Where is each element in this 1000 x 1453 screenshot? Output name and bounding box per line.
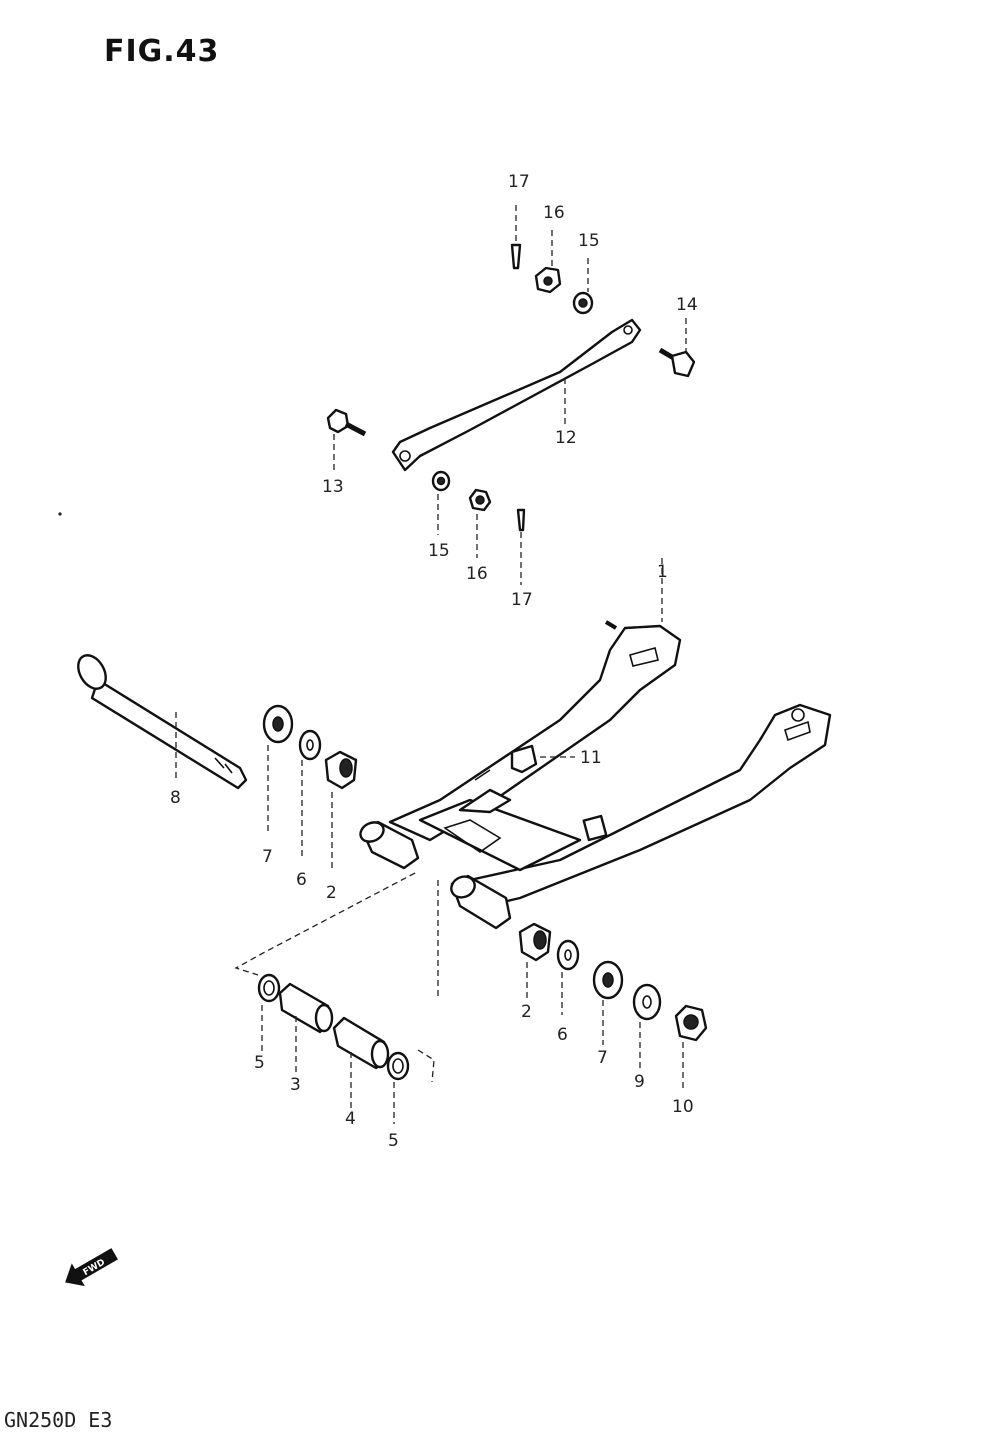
model-code: GN250D E3 (4, 1408, 113, 1432)
label-17-upper: 17 (508, 172, 530, 192)
stray-dot (58, 512, 62, 516)
label-15-lower: 15 (428, 541, 450, 561)
washer-6-right (556, 939, 580, 1015)
label-7-left: 7 (262, 847, 273, 867)
bolt-13 (326, 408, 367, 470)
washer-6-left (298, 729, 322, 860)
bushing-right (518, 922, 552, 1000)
label-14: 14 (676, 295, 698, 315)
bump-stop (510, 744, 575, 774)
label-6-right: 6 (557, 1025, 568, 1045)
swingarm (359, 558, 832, 930)
label-13: 13 (322, 477, 344, 497)
bushing-left (324, 750, 358, 870)
label-9: 9 (634, 1072, 645, 1092)
label-16-upper: 16 (543, 203, 565, 223)
cotter-pin-lower (516, 508, 526, 585)
label-10: 10 (672, 1097, 694, 1117)
fwd-arrow-icon: FWD (65, 1248, 118, 1287)
washer-9 (632, 983, 662, 1068)
label-5-right: 5 (388, 1131, 399, 1151)
label-2-left: 2 (326, 883, 337, 903)
spacer-4 (332, 1016, 390, 1108)
cotter-pin-upper (510, 205, 522, 270)
label-2-right: 2 (521, 1002, 532, 1022)
label-1: 1 (657, 562, 668, 582)
bolt-14 (658, 318, 696, 378)
figure-title: FIG.43 (104, 34, 220, 69)
bearing-guides (234, 872, 439, 1083)
label-6-left: 6 (296, 870, 307, 890)
label-17-lower: 17 (511, 590, 533, 610)
label-15-upper: 15 (578, 231, 600, 251)
label-16-lower: 16 (466, 564, 488, 584)
nut-upper (534, 230, 562, 294)
needle-bearing-right (386, 1051, 410, 1124)
label-8: 8 (170, 788, 181, 808)
label-11: 11 (580, 748, 602, 768)
washer-upper (572, 258, 594, 315)
spacer-3 (278, 982, 334, 1075)
label-3: 3 (290, 1075, 301, 1095)
nut-lower (468, 488, 492, 558)
nut-10 (674, 1004, 708, 1092)
dust-seal-right (592, 960, 624, 1045)
label-4: 4 (345, 1109, 356, 1129)
needle-bearing-left (257, 973, 281, 1055)
dust-seal-left (262, 704, 294, 835)
label-7-right: 7 (597, 1048, 608, 1068)
label-5-left: 5 (254, 1053, 265, 1073)
pivot-shaft (77, 654, 248, 790)
label-12: 12 (555, 428, 577, 448)
torque-link (391, 318, 642, 472)
washer-lower (431, 470, 451, 535)
